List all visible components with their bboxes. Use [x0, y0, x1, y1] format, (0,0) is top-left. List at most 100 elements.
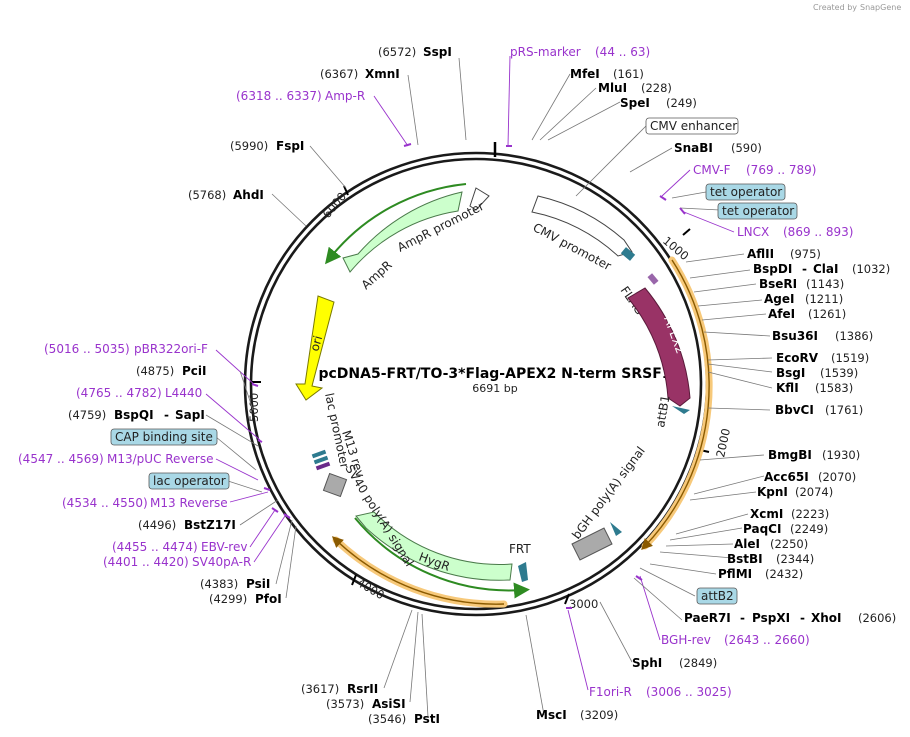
- label-text: (2250): [770, 537, 808, 551]
- label-pflmi[interactable]: PflMI (2432): [718, 567, 803, 581]
- label-aflii[interactable]: AflII (975): [747, 247, 821, 261]
- cds-arcs: [324, 183, 713, 608]
- label-text: SV40pA-R: [192, 555, 251, 569]
- label-bspdi-clai[interactable]: BspDI - ClaI (1032): [753, 262, 890, 276]
- label-bsu36i[interactable]: Bsu36I (1386): [772, 329, 873, 343]
- label-text: CAP binding site: [115, 430, 213, 444]
- label-bstbi[interactable]: BstBI (2344): [727, 552, 814, 566]
- label-text: SpeI: [620, 96, 650, 110]
- label-text: (4299): [209, 592, 247, 606]
- label-text: (3573): [326, 697, 364, 711]
- label-paer7i-pspxi-xhoi[interactable]: PaeR7I - PspXI - XhoI (2606): [684, 611, 896, 625]
- label-mlui[interactable]: MluI (228): [598, 81, 672, 95]
- feature-apex2[interactable]: APEX2: [627, 287, 691, 407]
- label-m13-reverse[interactable]: (4534 .. 4550) M13 Reverse: [62, 496, 228, 510]
- label-xmni[interactable]: (6367) XmnI: [320, 67, 400, 81]
- label-cmv-f[interactable]: CMV-F (769 .. 789): [693, 163, 816, 177]
- label-text: (228): [641, 81, 672, 95]
- tick-5000: 5000: [247, 393, 261, 422]
- label-ebv-rev[interactable]: (4455 .. 4474) EBV-rev: [112, 540, 247, 554]
- label-text: (4401 .. 4420): [103, 555, 189, 569]
- label-sv40pa-r[interactable]: (4401 .. 4420) SV40pA-R: [103, 555, 251, 569]
- label-lncx[interactable]: LNCX (869 .. 893): [737, 225, 853, 239]
- label-text: AgeI: [764, 292, 794, 306]
- feature-attb1[interactable]: attB1: [653, 394, 690, 429]
- feature-ori[interactable]: ori: [295, 295, 335, 401]
- label-asisi[interactable]: (3573) AsiSI: [326, 697, 406, 711]
- label-sphi[interactable]: SphI (2849): [632, 656, 717, 670]
- label-text: lac operator: [153, 474, 226, 488]
- label-text: (4759): [68, 408, 106, 422]
- label-alei[interactable]: AleI (2250): [734, 537, 808, 551]
- label-text: KpnI: [757, 485, 788, 499]
- label-afei[interactable]: AfeI (1261): [768, 307, 846, 321]
- label-ecorv[interactable]: EcoRV (1519): [776, 351, 869, 365]
- label-text: PsiI: [246, 577, 270, 591]
- label-l4440[interactable]: (4765 .. 4782) L4440: [76, 386, 202, 400]
- label-text: pBR322ori-F: [134, 342, 208, 356]
- label-bstz17i[interactable]: (4496) BstZ17I: [138, 518, 236, 532]
- label-text: M13 Reverse: [150, 496, 228, 510]
- label-text: (1386): [835, 329, 873, 343]
- ampr-label: AmpR: [359, 258, 395, 292]
- label-text: KflI: [776, 381, 799, 395]
- label-cmv-enhancer[interactable]: CMV enhancer: [645, 117, 739, 135]
- label-lac-operator[interactable]: lac operator: [148, 472, 230, 490]
- label-amp-r-primer[interactable]: (6318 .. 6337) Amp-R: [236, 89, 365, 103]
- label-fspi[interactable]: (5990) FspI: [230, 139, 304, 153]
- label-xcmi[interactable]: XcmI (2223): [750, 507, 829, 521]
- label-text: (769 .. 789): [746, 163, 816, 177]
- label-text: (5016 .. 5035): [44, 342, 130, 356]
- label-bseri[interactable]: BseRI (1143): [759, 277, 844, 291]
- label-spei[interactable]: SpeI (249): [620, 96, 697, 110]
- label-mfei[interactable]: MfeI (161): [570, 67, 644, 81]
- label-bspqi-sapi[interactable]: (4759) BspQI - SapI: [68, 408, 205, 422]
- label-text: BseRI: [759, 277, 797, 291]
- label-pcii[interactable]: (4875) PciI: [136, 364, 207, 378]
- label-f1ori-r[interactable]: F1ori-R (3006 .. 3025): [589, 685, 732, 699]
- label-prs-marker[interactable]: pRS-marker (44 .. 63): [510, 45, 650, 59]
- label-m13-puc-reverse[interactable]: (4547 .. 4569) M13/pUC Reverse: [18, 452, 214, 466]
- feature-lac-region[interactable]: M13 rev lac promoter: [311, 392, 368, 479]
- label-text: RsrII: [347, 682, 378, 696]
- label-psti[interactable]: (3546) PstI: [368, 712, 440, 726]
- label-text: EcoRV: [776, 351, 819, 365]
- label-bsgi[interactable]: BsgI (1539): [776, 366, 858, 380]
- label-text: (590): [731, 141, 762, 155]
- tick-1000: 1000: [660, 234, 691, 264]
- label-text: (2223): [791, 507, 829, 521]
- label-ahdi[interactable]: (5768) AhdI: [188, 188, 264, 202]
- label-msci[interactable]: MscI (3209): [536, 708, 618, 722]
- label-text: (4765 .. 4782): [76, 386, 162, 400]
- label-tet-operator-2[interactable]: tet operator: [717, 202, 798, 220]
- tick-2000: 2000: [713, 427, 733, 459]
- label-text: (2432): [765, 567, 803, 581]
- label-cap-binding-site[interactable]: CAP binding site: [110, 428, 218, 446]
- label-paqci[interactable]: PaqCI (2249): [743, 522, 828, 536]
- label-text: (1761): [825, 403, 863, 417]
- label-acc65i[interactable]: Acc65I (2070): [764, 470, 856, 484]
- label-text: (6367): [320, 67, 358, 81]
- label-agei[interactable]: AgeI (1211): [764, 292, 843, 306]
- label-bbvci[interactable]: BbvCI (1761): [775, 403, 863, 417]
- label-text: CMV enhancer: [650, 119, 737, 133]
- label-bgh-rev[interactable]: BGH-rev (2643 .. 2660): [661, 633, 810, 647]
- label-text: PflMI: [718, 567, 752, 581]
- label-pbr322ori-f[interactable]: (5016 .. 5035) pBR322ori-F: [44, 342, 208, 356]
- label-text: (4534 .. 4550): [62, 496, 148, 510]
- label-rsrii[interactable]: (3617) RsrII: [301, 682, 378, 696]
- label-text: M13/pUC Reverse: [107, 452, 214, 466]
- label-kfli[interactable]: KflI (1583): [776, 381, 853, 395]
- label-attb2[interactable]: attB2: [696, 587, 738, 605]
- label-tet-operator-1[interactable]: tet operator: [705, 183, 786, 201]
- label-sspi[interactable]: (6572) SspI: [378, 45, 452, 59]
- label-bmgbi[interactable]: BmgBI (1930): [768, 448, 860, 462]
- label-psii[interactable]: (4383) PsiI: [200, 577, 270, 591]
- label-pfoi[interactable]: (4299) PfoI: [209, 592, 282, 606]
- attb1-label: attB1: [653, 394, 672, 429]
- label-kpni[interactable]: KpnI (2074): [757, 485, 833, 499]
- label-text: (249): [666, 96, 697, 110]
- feature-frt[interactable]: FRT: [509, 542, 531, 582]
- label-snabi[interactable]: SnaBI (590): [674, 141, 762, 155]
- plasmid-title: pcDNA5-FRT/TO-3*Flag-APEX2 N-term SRSF1 …: [318, 366, 671, 395]
